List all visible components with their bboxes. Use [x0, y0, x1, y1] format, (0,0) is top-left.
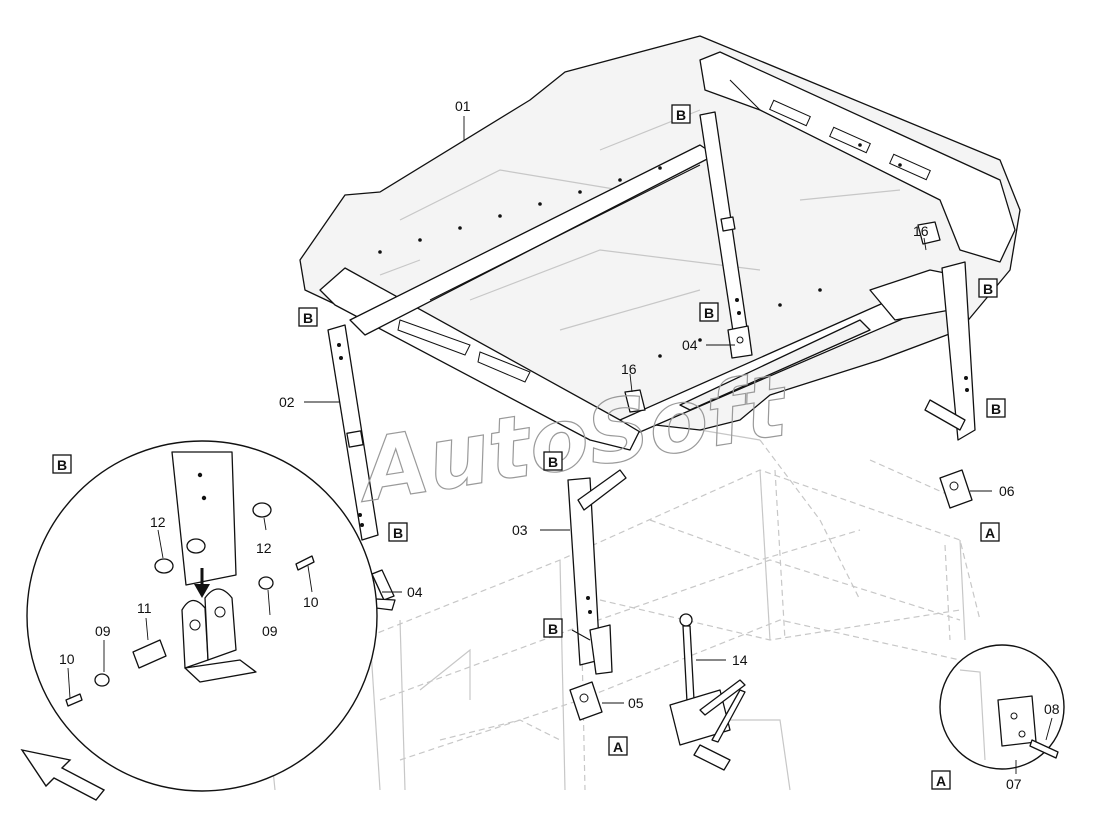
ref-box-a: A [980, 522, 1000, 542]
callout-16-rear: 16 [913, 223, 929, 239]
ref-box-b: B [699, 302, 719, 322]
callout-12-left: 12 [150, 514, 166, 530]
leader-lines [67, 116, 1053, 774]
svg-text:B: B [548, 621, 558, 637]
ref-box-b: B [543, 618, 563, 638]
reference-boxes: B B B B B B B B B A A A [52, 104, 1006, 790]
ref-box-a: A [931, 770, 951, 790]
callout-05: 05 [628, 695, 644, 711]
svg-text:A: A [936, 773, 946, 789]
svg-text:B: B [983, 281, 993, 297]
detail-circle-a [939, 644, 1065, 770]
ref-box-b: B [52, 454, 72, 474]
svg-text:B: B [991, 401, 1001, 417]
callout-01: 01 [455, 98, 471, 114]
callouts: 01 02 03 04 04 05 06 07 08 09 09 10 10 1… [59, 98, 1060, 792]
callout-09-right: 09 [262, 623, 278, 639]
svg-text:B: B [704, 305, 714, 321]
svg-text:A: A [985, 525, 995, 541]
brackets-16 [624, 221, 941, 413]
ref-box-b: B [978, 278, 998, 298]
callout-04: 04 [407, 584, 423, 600]
ref-box-b: B [986, 398, 1006, 418]
orientation-arrow-icon [20, 748, 106, 801]
callout-12-right: 12 [256, 540, 272, 556]
bracket-06 [939, 469, 973, 509]
callout-09-left: 09 [95, 623, 111, 639]
callout-02: 02 [279, 394, 295, 410]
ref-box-b: B [298, 307, 318, 327]
callout-08: 08 [1044, 701, 1060, 717]
callout-03: 03 [512, 522, 528, 538]
svg-text:A: A [613, 739, 623, 755]
ref-box-b: B [388, 522, 408, 542]
detail-circle-b [26, 440, 378, 792]
svg-text:B: B [303, 310, 313, 326]
callout-06: 06 [999, 483, 1015, 499]
callout-16-front: 16 [621, 361, 637, 377]
gas-strut-14 [669, 613, 746, 771]
callout-07: 07 [1006, 776, 1022, 792]
svg-text:B: B [676, 107, 686, 123]
post-03 [567, 469, 627, 675]
post-02 [327, 324, 379, 541]
ref-box-b: B [543, 451, 563, 471]
hinge-04-top [727, 325, 753, 359]
callout-10-left: 10 [59, 651, 75, 667]
svg-text:B: B [548, 454, 558, 470]
ref-box-a: A [608, 736, 628, 756]
callout-11: 11 [137, 600, 152, 616]
callout-10-right: 10 [303, 594, 319, 610]
rear-post-right [924, 261, 976, 441]
bracket-05 [569, 681, 603, 721]
ref-box-b: B [671, 104, 691, 124]
roof-panel [299, 35, 1021, 451]
callout-14: 14 [732, 652, 748, 668]
svg-text:B: B [57, 457, 67, 473]
svg-text:B: B [393, 525, 403, 541]
callout-04-top: 04 [682, 337, 698, 353]
